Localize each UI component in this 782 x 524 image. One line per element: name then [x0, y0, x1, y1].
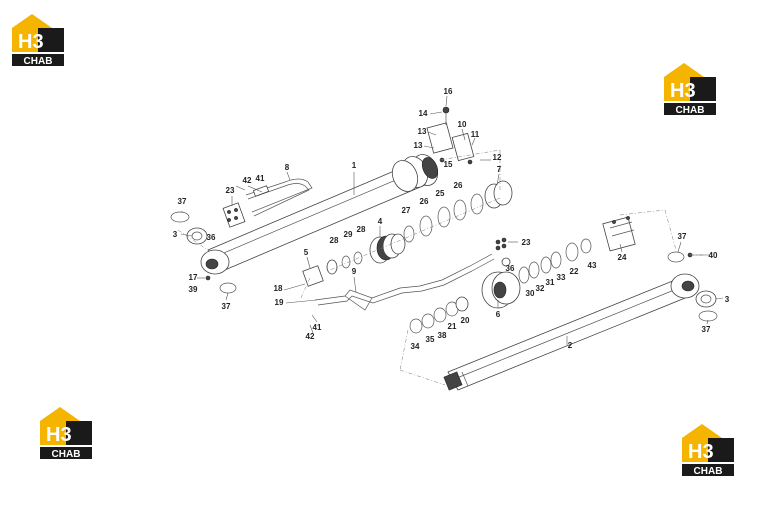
callout-18: 18 [274, 284, 283, 293]
brand-logo-top-left: H3 CHAB [12, 14, 64, 67]
callout-12: 12 [493, 153, 502, 162]
callout-34: 34 [411, 342, 420, 351]
callout-43: 43 [588, 261, 597, 270]
retainer-block [602, 216, 636, 252]
callout-29: 29 [344, 230, 353, 239]
callout-1: 1 [352, 161, 357, 170]
callout-24: 24 [618, 253, 627, 262]
callout-41-upper: 41 [256, 174, 265, 183]
logo-mark: H3 [18, 31, 44, 53]
callout-26-right: 26 [454, 181, 463, 190]
callout-37-top-right: 37 [678, 232, 687, 241]
cylinder-head-end-bracket [222, 202, 246, 228]
callout-26-left: 26 [420, 197, 429, 206]
callout-40: 40 [709, 251, 718, 260]
brand-logo-top-right: H3 CHAB [664, 63, 716, 116]
brand-logo-bottom-right: H3 CHAB [682, 424, 734, 477]
logo-mark: H3 [670, 80, 696, 102]
cylinder-head-gland [481, 237, 521, 309]
callout-19: 19 [275, 298, 284, 307]
callout-5: 5 [304, 248, 309, 257]
callout-23-upper: 23 [226, 186, 235, 195]
callout-42-lower: 42 [306, 332, 315, 341]
logo-caption: CHAB [24, 56, 53, 67]
part-callouts: 1 2 3 3 4 5 6 7 8 9 10 11 12 13 13 14 15… [173, 87, 730, 351]
callout-41-lower: 41 [313, 323, 322, 332]
hydraulic-pipe-upper [245, 178, 313, 217]
callout-9: 9 [352, 267, 357, 276]
callout-27: 27 [402, 206, 411, 215]
callout-3-right: 3 [725, 295, 730, 304]
callout-13-lower: 13 [414, 141, 423, 150]
callout-33: 33 [557, 273, 566, 282]
logo-mark: H3 [46, 424, 72, 446]
callout-37-bottom-left: 37 [222, 302, 231, 311]
gland-seal-rings [409, 238, 592, 334]
callout-20: 20 [461, 316, 470, 325]
callout-23-lower: 23 [522, 238, 531, 247]
callout-15: 15 [444, 160, 453, 169]
callout-38: 38 [438, 331, 447, 340]
assembly-axis-lines [177, 149, 705, 386]
leader-lines [180, 95, 724, 345]
callout-16: 16 [444, 87, 453, 96]
callout-10: 10 [458, 120, 467, 129]
callout-8: 8 [285, 163, 290, 172]
callout-21: 21 [448, 322, 457, 331]
hydraulic-pipe-lower [314, 253, 495, 311]
callout-13-upper: 13 [418, 127, 427, 136]
callout-42-upper: 42 [243, 176, 252, 185]
piston-seal-kit [302, 180, 513, 287]
callout-6: 6 [496, 310, 501, 319]
callout-39: 39 [189, 285, 198, 294]
callout-7: 7 [497, 165, 502, 174]
callout-36-right: 36 [506, 264, 515, 273]
callout-25: 25 [436, 189, 445, 198]
callout-17: 17 [189, 273, 198, 282]
piston [369, 233, 406, 264]
logo-caption: CHAB [694, 466, 723, 477]
callout-30: 30 [526, 289, 535, 298]
callout-28-left: 28 [330, 236, 339, 245]
callout-11: 11 [471, 130, 480, 139]
callout-37-bottom-right: 37 [702, 325, 711, 334]
callout-4: 4 [378, 217, 383, 226]
pipe-clamp-upper [426, 106, 475, 165]
callout-31: 31 [546, 278, 555, 287]
callout-3-left: 3 [173, 230, 178, 239]
callout-14: 14 [419, 109, 428, 118]
callout-35: 35 [426, 335, 435, 344]
callout-37-top-left: 37 [178, 197, 187, 206]
brand-logo-bottom-left: H3 CHAB [40, 407, 92, 460]
callout-28-right: 28 [357, 225, 366, 234]
callout-36-left: 36 [207, 233, 216, 242]
logo-mark: H3 [688, 441, 714, 463]
logo-caption: CHAB [52, 449, 81, 460]
piston-rod [443, 273, 700, 391]
callout-32: 32 [536, 284, 545, 293]
callout-2: 2 [568, 341, 573, 350]
callout-22: 22 [570, 267, 579, 276]
logo-caption: CHAB [676, 105, 705, 116]
cylinder-barrel [200, 154, 439, 275]
